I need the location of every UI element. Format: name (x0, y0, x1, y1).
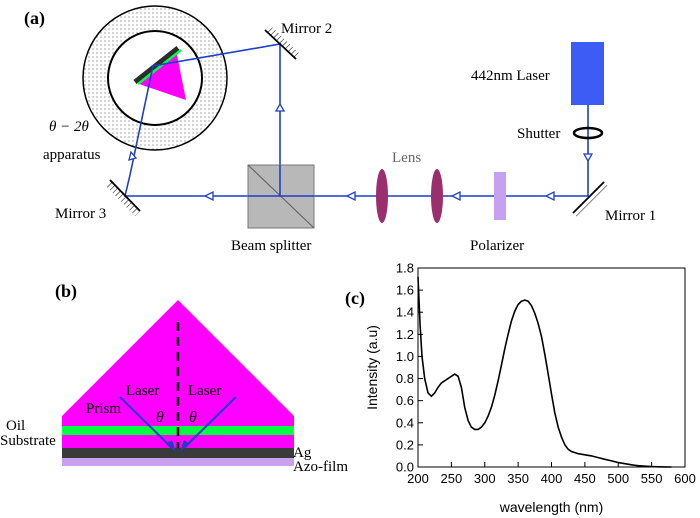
y-tick-label: 1.6 (396, 283, 414, 298)
panel-b-label: (b) (55, 281, 77, 302)
y-axis-label: Intensity (a.u) (364, 325, 380, 410)
x-tick-label: 250 (441, 471, 463, 486)
panel-c-label: (c) (345, 288, 365, 309)
polarizer-label: Polarizer (470, 238, 524, 254)
substrate-label: Substrate (0, 433, 56, 449)
y-tick-label: 0.0 (396, 460, 414, 475)
apparatus-symbol: θ − 2θ (49, 119, 89, 135)
y-tick-label: 1.4 (396, 305, 414, 320)
ag-label: Ag (293, 445, 312, 461)
incident-beams (119, 396, 237, 449)
x-axis-label: wavelength (nm) (499, 499, 604, 515)
absorption-chart: 200 250 300 350 400 450 500 550 600 0.0 0.2 0.4 0.6 0… (364, 261, 696, 516)
mirror-3-label: Mirror 3 (55, 206, 106, 222)
y-tick-label: 1.2 (396, 327, 414, 342)
theta-left-label: θ (156, 409, 164, 426)
lens-2 (431, 169, 443, 223)
x-tick-label: 200 (407, 471, 429, 486)
polarizer-plate (494, 172, 506, 220)
mirror-1-label: Mirror 1 (605, 208, 656, 224)
lens-1 (376, 169, 388, 223)
substrate-layer (62, 435, 294, 448)
y-tick-label: 1.0 (396, 349, 414, 364)
panel-a: (a) 442nm Laser Shutter (24, 5, 656, 254)
y-tick-label: 0.4 (396, 415, 414, 430)
shutter-label: Shutter (517, 126, 560, 142)
y-tick-label: 1.8 (396, 261, 414, 276)
mirror-1 (572, 181, 609, 218)
x-tick-label: 400 (541, 471, 563, 486)
shutter-icon (572, 126, 604, 140)
laser-source (571, 42, 604, 105)
lens-label: Lens (392, 150, 421, 166)
laser-right-label: Laser (188, 383, 221, 399)
panel-c: (c) 200 250 300 350 400 450 500 550 600 0.0 0.2 0.4… (345, 261, 696, 516)
plot-frame (417, 267, 686, 468)
y-tick-label: 0.6 (396, 393, 414, 408)
x-tick-label: 600 (674, 471, 696, 486)
azo-film-layer (62, 458, 294, 466)
y-tick-label: 0.8 (396, 371, 414, 386)
laser-left-label: Laser (126, 383, 159, 399)
silver-layer (62, 448, 294, 458)
apparatus-label: apparatus (43, 147, 101, 163)
absorption-series-line (417, 276, 672, 468)
y-tick-label: 0.2 (396, 437, 414, 452)
oil-label: Oil (6, 418, 25, 434)
mirror-2-label: Mirror 2 (281, 21, 332, 37)
x-tick-label: 500 (607, 471, 629, 486)
x-tick-label: 450 (574, 471, 596, 486)
mirror-3 (105, 179, 141, 216)
x-tick-label: 350 (507, 471, 529, 486)
apparatus-sample-oil (137, 49, 182, 85)
mirror-2 (264, 25, 300, 60)
prism-label: Prism (86, 401, 121, 417)
x-tick-label: 550 (641, 471, 663, 486)
goniometer (82, 5, 228, 151)
panel-b: (b) Laser Laser θ θ Prism Oil Substrate … (0, 281, 348, 475)
laser-label: 442nm Laser (471, 68, 550, 84)
x-tick-label: 300 (474, 471, 496, 486)
azo-film-label: Azo-film (293, 459, 348, 475)
beam-splitter-label: Beam splitter (231, 238, 311, 254)
theta-right-label: θ (189, 409, 197, 426)
panel-a-label: (a) (24, 8, 45, 29)
